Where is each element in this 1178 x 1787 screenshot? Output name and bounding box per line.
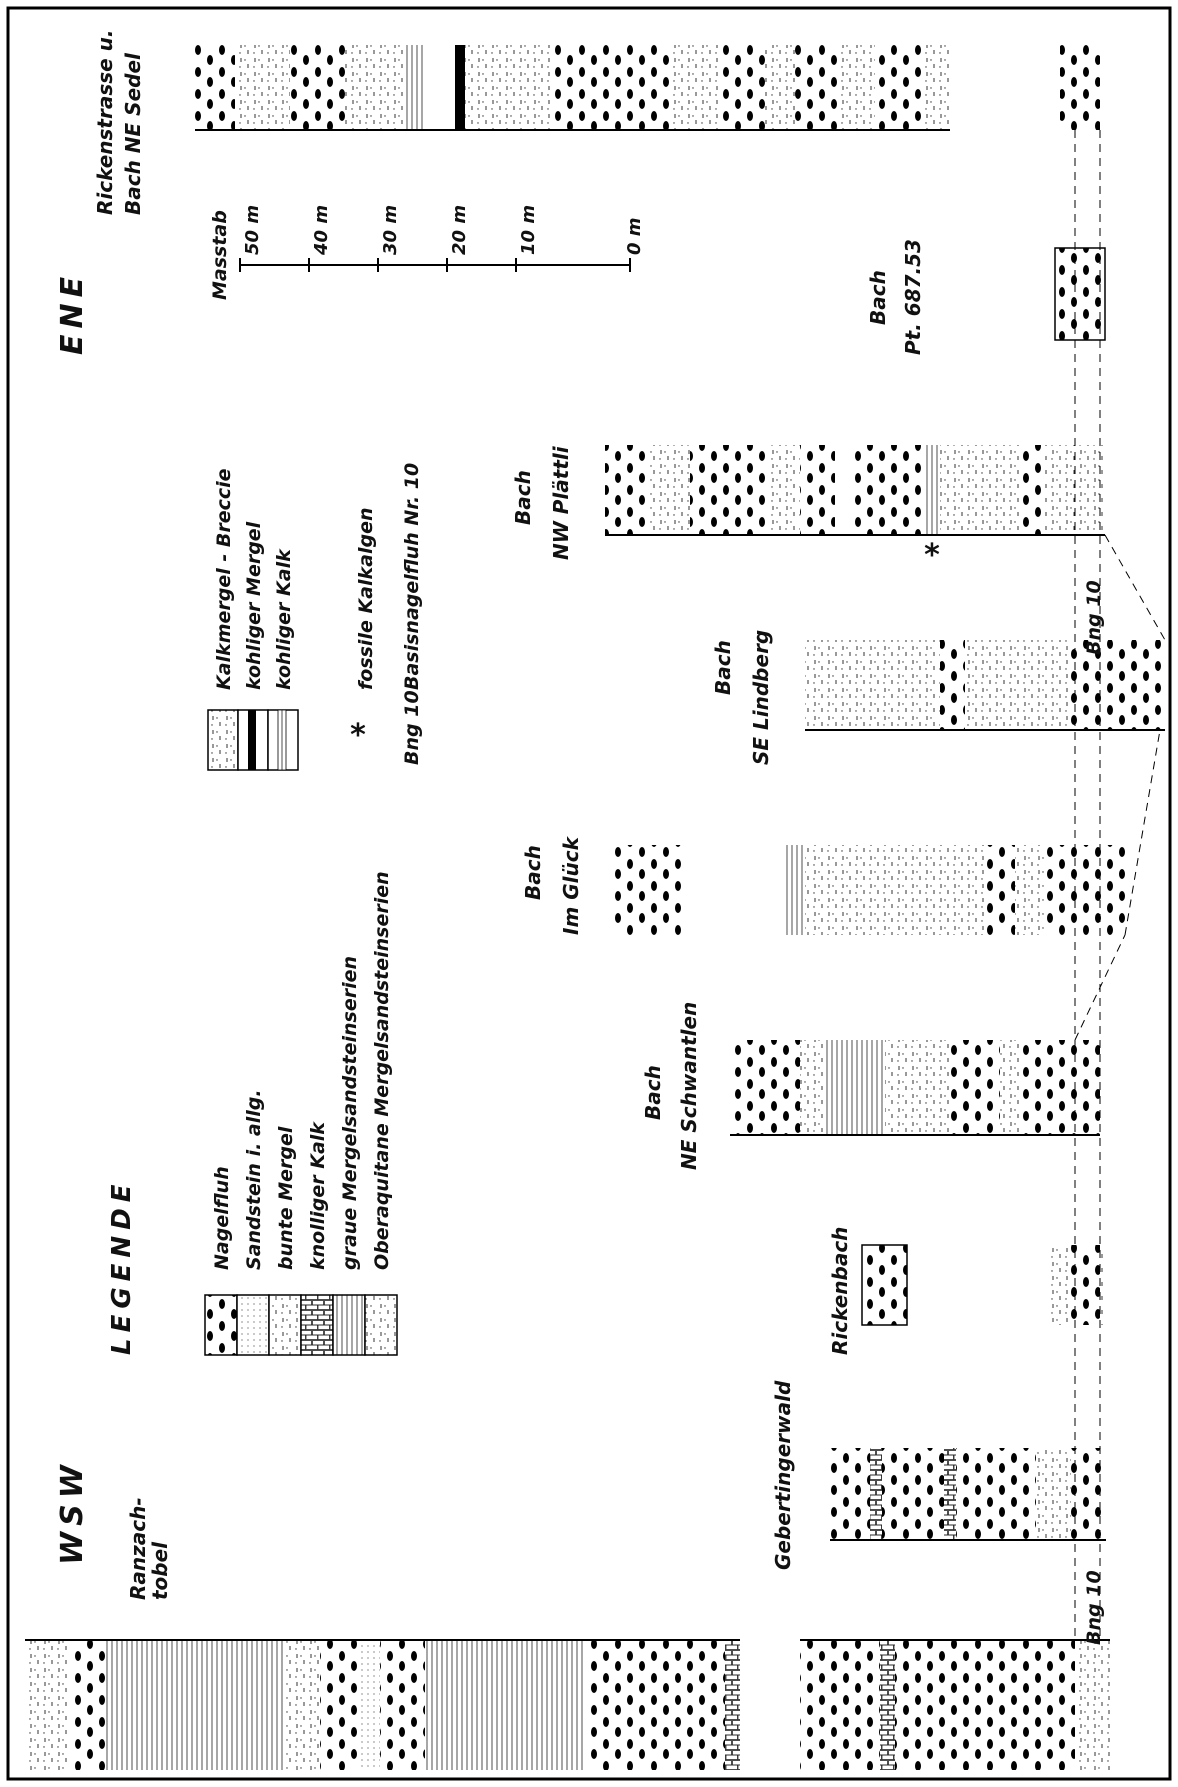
scale-tick-label: 30 m bbox=[380, 205, 401, 255]
label-pt-1: Bach bbox=[866, 270, 890, 325]
label-glueck-2: Im Glück bbox=[559, 835, 583, 935]
column-nw-plaettli bbox=[605, 445, 1105, 536]
ene-label: ENE bbox=[55, 271, 90, 355]
column-se-lindberg bbox=[805, 640, 1165, 731]
marker-bng-10: Bng 10 bbox=[1083, 1570, 1105, 1645]
scale-tick-label: 10 m bbox=[518, 205, 539, 255]
page-border bbox=[6, 6, 1172, 1781]
swatch-nagelfluh bbox=[204, 1294, 238, 1356]
scale-tick-label: 40 m bbox=[311, 205, 332, 256]
marker-bng-10: Bng 10 bbox=[1083, 580, 1105, 655]
legend-item: Sandstein i. allg. bbox=[243, 1089, 265, 1270]
label-pt-2: Pt. 687.53 bbox=[901, 239, 925, 355]
legend-item: Kalkmergel - Breccie bbox=[213, 468, 235, 690]
swatch-knolliger-kalk bbox=[300, 1294, 334, 1356]
fossil-symbol: * bbox=[350, 718, 366, 753]
wsw-label: WSW bbox=[55, 1459, 90, 1565]
label-lindberg-1: Bach bbox=[711, 640, 735, 695]
section-labels: Ranzach- tobel Gebertingerwald Rickenbac… bbox=[93, 30, 925, 1601]
label-gebertingerwald: Gebertingerwald bbox=[771, 1380, 795, 1570]
column-gebertingerwald bbox=[830, 1448, 1106, 1541]
scale-title: Masstab bbox=[209, 210, 231, 300]
swatch-graue-mergel bbox=[332, 1294, 366, 1356]
swatch-sandstein bbox=[236, 1294, 270, 1356]
label-plaettli-2: NW Plättli bbox=[549, 445, 573, 560]
label-plaettli-1: Bach bbox=[511, 470, 535, 525]
label-glueck-1: Bach bbox=[521, 845, 545, 900]
legend-bng-key: Bng 10 bbox=[401, 690, 423, 765]
scale-tick-label: 50 m bbox=[242, 205, 263, 255]
legend-swatches bbox=[204, 709, 398, 1356]
legend-item: kohliger Mergel bbox=[243, 521, 265, 690]
legend-labels-left: Nagelfluh Sandstein i. allg. bunte Merge… bbox=[211, 871, 393, 1270]
legend-item: kohliger Kalk bbox=[273, 548, 295, 690]
column-schwantlen bbox=[730, 1040, 1100, 1136]
swatch-bunte-mergel bbox=[268, 1294, 302, 1356]
legend-item: Oberaquitane Mergelsandsteinserien bbox=[371, 871, 393, 1270]
legend-title: LEGENDE bbox=[107, 1178, 137, 1355]
legend-item: graue Mergelsandsteinserien bbox=[339, 956, 361, 1270]
legend-bng-text: Basisnagelfluh Nr. 10 bbox=[401, 463, 423, 690]
legend-labels-right: Kalkmergel - Breccie kohliger Mergel koh… bbox=[213, 463, 423, 765]
correlation-lines bbox=[1074, 130, 1166, 1640]
column-rickenstrasse bbox=[195, 45, 1100, 131]
swatch-oberaquitane bbox=[364, 1294, 398, 1356]
label-schwantlen-1: Bach bbox=[641, 1065, 665, 1120]
label-rickenstrasse-2: Bach NE Sedel bbox=[121, 52, 145, 215]
column-im-glueck bbox=[610, 845, 1125, 935]
fossil-star-marker: * bbox=[924, 538, 940, 573]
label-ranzach-1: Ranzach- bbox=[126, 1497, 150, 1600]
scale-tick-label: 20 m bbox=[449, 205, 470, 255]
legend-item: Nagelfluh bbox=[211, 1166, 233, 1270]
label-rickenstrasse-1: Rickenstrasse u. bbox=[93, 30, 117, 216]
swatch-kalkmergel-breccie bbox=[207, 709, 239, 771]
swatch-kohliger-mergel-band bbox=[248, 710, 256, 770]
label-rickenbach: Rickenbach bbox=[828, 1227, 852, 1355]
scale-tick-label: 0 m bbox=[624, 217, 645, 255]
legend-fossil-text: fossile Kalkalgen bbox=[355, 507, 377, 690]
label-lindberg-2: SE Lindberg bbox=[749, 630, 773, 765]
legend-item: bunte Mergel bbox=[275, 1126, 297, 1270]
column-rickenbach bbox=[861, 1244, 1105, 1326]
label-ranzach-2: tobel bbox=[148, 1541, 172, 1600]
scale-bar: Masstab 50 m 40 m 30 m 20 m 10 m 0 m bbox=[209, 205, 645, 300]
column-ranzachtobel-upper bbox=[25, 1639, 740, 1770]
swatch-kohliger-kalk-band bbox=[277, 709, 287, 771]
label-schwantlen-2: NE Schwantlen bbox=[677, 1002, 701, 1170]
column-ranzachtobel-lower bbox=[800, 1639, 1110, 1770]
legend-item: knolliger Kalk bbox=[307, 1121, 329, 1270]
column-pt-687 bbox=[1054, 247, 1106, 341]
